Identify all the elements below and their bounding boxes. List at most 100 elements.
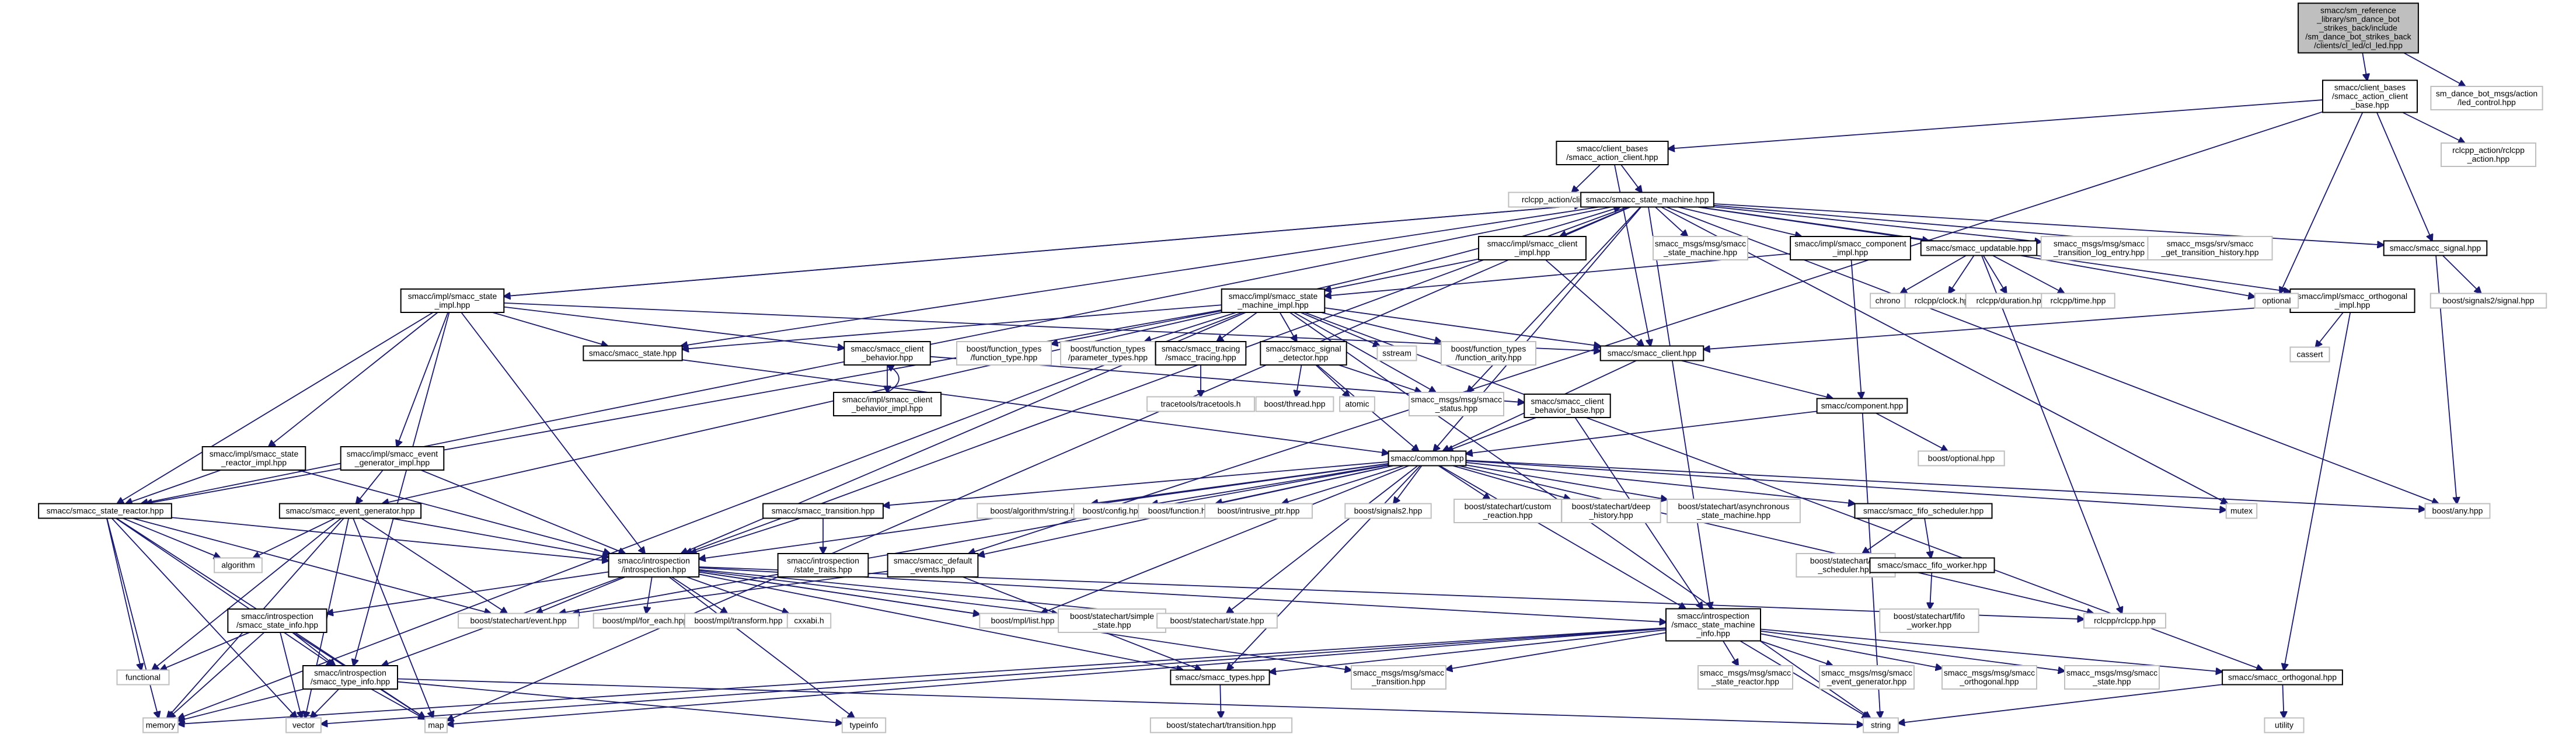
node-typeinfo[interactable]: typeinfo: [841, 717, 887, 733]
node-sc-event[interactable]: boost/statechart/event.hpp: [458, 613, 579, 629]
node-mpl-transform[interactable]: boost/mpl/transform.hpp: [684, 613, 793, 629]
node-function-type[interactable]: boost/function_types/function_type.hpp: [956, 341, 1052, 366]
node-msg-state-reactor[interactable]: smacc_msgs/msg/smacc_state_reactor.hpp: [1697, 665, 1793, 690]
node-cxxabi[interactable]: cxxabi.h: [786, 613, 832, 629]
node-client-behavior[interactable]: smacc/smacc_client_behavior.hpp: [843, 341, 931, 366]
node-state-impl[interactable]: smacc/impl/smacc_state_impl.hpp: [400, 288, 505, 313]
edge-state-info-to-functional: [161, 632, 250, 670]
node-boost-any[interactable]: boost/any.hpp: [2424, 503, 2491, 519]
node-orthogonal[interactable]: smacc/smacc_orthogonal.hpp: [2222, 669, 2343, 686]
node-action-client[interactable]: smacc/client_bases/smacc_action_client.h…: [1556, 141, 1669, 165]
node-state-reactor-impl[interactable]: smacc/impl/smacc_state_reactor_impl.hpp: [201, 446, 306, 471]
node-chrono[interactable]: chrono: [1870, 293, 1906, 309]
edge-action-client-to-smacc-client: [1614, 164, 1651, 346]
node-boost-thread[interactable]: boost/thread.hpp: [1255, 396, 1334, 412]
node-sc-transition[interactable]: boost/statechart/transition.hpp: [1149, 717, 1293, 733]
node-root[interactable]: smacc/sm_reference_library/sm_dance_bot_…: [2298, 2, 2419, 54]
node-client-behavior-base[interactable]: smacc/smacc_client_behavior_base.hpp: [1524, 394, 1611, 418]
node-msg-event-generator[interactable]: smacc_msgs/msg/smacc_event_generator.hpp: [1819, 665, 1915, 690]
node-common[interactable]: smacc/common.hpp: [1388, 450, 1467, 467]
node-msg-transition-log[interactable]: smacc_msgs/msg/smacc_transition_log_entr…: [2040, 236, 2158, 260]
node-client-impl[interactable]: smacc/impl/smacc_client_impl.hpp: [1478, 236, 1587, 260]
node-boost-optional[interactable]: boost/optional.hpp: [1918, 450, 2005, 467]
node-msg-transition[interactable]: smacc_msgs/msg/smacc_transition.hpp: [1351, 665, 1446, 690]
node-orthogonal-impl[interactable]: smacc/impl/smacc_orthogonal_impl.hpp: [2289, 288, 2415, 313]
node-boost-signals2-signal[interactable]: boost/signals2/signal.hpp: [2429, 293, 2547, 309]
node-msg-status[interactable]: smacc_msgs/msg/smacc_status.hpp: [1409, 392, 1504, 416]
node-transition[interactable]: smacc/smacc_transition.hpp: [762, 503, 884, 519]
node-string[interactable]: string: [1863, 717, 1899, 733]
node-mutex[interactable]: mutex: [2225, 503, 2258, 519]
node-mpl-for-each[interactable]: boost/mpl/for_each.hpp: [592, 613, 698, 629]
node-box: [1060, 341, 1156, 366]
node-simple-state[interactable]: boost/statechart/simple_state.hpp: [1058, 608, 1166, 633]
edge-introspection-to-smacc-types: [699, 573, 1183, 670]
node-default-events[interactable]: smacc/smacc_default_events.hpp: [887, 553, 979, 578]
node-type-info[interactable]: smacc/introspection/smacc_type_info.hpp: [302, 665, 398, 690]
node-intrusive-ptr[interactable]: boost/intrusive_ptr.hpp: [1204, 503, 1313, 519]
node-tracetools[interactable]: tracetools/tracetools.h: [1146, 396, 1255, 412]
node-signal-detector[interactable]: smacc/smacc_signal_detector.hpp: [1260, 341, 1347, 366]
node-sc-state[interactable]: boost/statechart/state.hpp: [1156, 613, 1278, 629]
node-sc-fifo-worker[interactable]: boost/statechart/fifo_worker.hpp: [1879, 608, 1979, 633]
node-updatable[interactable]: smacc/smacc_updatable.hpp: [1920, 240, 2038, 256]
node-led-control[interactable]: sm_dance_bot_msgs/action/led_control.hpp: [2430, 86, 2543, 110]
node-label: boost/any.hpp: [2432, 506, 2483, 516]
node-smacc-types[interactable]: smacc/smacc_types.hpp: [1170, 669, 1270, 686]
node-fifo-worker[interactable]: smacc/smacc_fifo_worker.hpp: [1869, 557, 1995, 573]
node-introspection[interactable]: smacc/introspection/introspection.hpp: [608, 553, 700, 578]
node-client-behavior-impl[interactable]: smacc/impl/smacc_client_behavior_impl.hp…: [833, 392, 942, 416]
node-srv-transition-history[interactable]: smacc_msgs/srv/smacc_get_transition_hist…: [2147, 236, 2273, 260]
node-label: smacc_msgs/msg/smacc_state_reactor.hpp: [1700, 668, 1791, 686]
node-smacc-client[interactable]: smacc/smacc_client.hpp: [1599, 345, 1704, 361]
node-rclcpp-action-rclcpp[interactable]: rclcpp_action/rclcpp_action.hpp: [2441, 142, 2536, 167]
node-mpl-list[interactable]: boost/mpl/list.hpp: [979, 613, 1066, 629]
node-function-arity[interactable]: boost/function_types/function_arity.hpp: [1441, 341, 1536, 366]
edge-action-client-to-state-machine: [1620, 164, 1642, 193]
node-event-generator-impl[interactable]: smacc/impl/smacc_event_generator_impl.hp…: [340, 446, 445, 471]
node-action-client-base[interactable]: smacc/client_bases/smacc_action_client_b…: [2322, 79, 2418, 113]
edge-common-to-async-state-machine: [1466, 464, 1667, 499]
node-boost-signals2[interactable]: boost/signals2.hpp: [1344, 503, 1432, 519]
node-rclcpp-time[interactable]: rclcpp/time.hpp: [2041, 293, 2115, 309]
node-event-generator[interactable]: smacc/smacc_event_generator.hpp: [278, 503, 422, 519]
node-vector[interactable]: vector: [285, 717, 322, 733]
edge-action-client-base-to-signal: [2376, 112, 2432, 241]
node-state-traits[interactable]: smacc/introspection/state_traits.hpp: [777, 553, 869, 578]
node-signal[interactable]: smacc/smacc_signal.hpp: [2383, 240, 2488, 256]
node-msg-orthogonal[interactable]: smacc_msgs/msg/smacc_orthogonal.hpp: [1941, 665, 2037, 690]
node-parameter-types[interactable]: boost/function_types/parameter_types.hpp: [1060, 341, 1156, 366]
node-label: smacc/smacc_fifo_scheduler.hpp: [1863, 506, 1984, 516]
node-utility[interactable]: utility: [2264, 717, 2305, 733]
node-map[interactable]: map: [424, 717, 448, 733]
node-memory[interactable]: memory: [142, 717, 179, 733]
node-smacc-state[interactable]: smacc/smacc_state.hpp: [583, 345, 683, 361]
node-fifo-scheduler[interactable]: smacc/smacc_fifo_scheduler.hpp: [1854, 503, 1993, 519]
node-state-reactor[interactable]: smacc/smacc_state_reactor.hpp: [38, 503, 172, 519]
node-functional[interactable]: functional: [116, 669, 170, 686]
node-algorithm[interactable]: algorithm: [214, 557, 263, 573]
node-async-state-machine[interactable]: boost/statechart/asynchronous_state_mach…: [1667, 499, 1801, 523]
node-msg-state-machine[interactable]: smacc_msgs/msg/smacc_state_machine.hpp: [1653, 236, 1748, 260]
node-optional[interactable]: optional: [2254, 293, 2299, 309]
node-sc-fifo-scheduler[interactable]: boost/statechart/fifo_scheduler.hpp: [1796, 553, 1896, 578]
node-deep-history[interactable]: boost/statechart/deep_history.hpp: [1561, 499, 1661, 523]
node-label: smacc/introspection/introspection.hpp: [618, 556, 690, 574]
node-label: functional: [126, 673, 161, 682]
node-atomic[interactable]: atomic: [1339, 396, 1375, 412]
node-component-impl[interactable]: smacc/impl/smacc_component_impl.hpp: [1790, 236, 1911, 260]
edge-common-to-boost-signals2: [1393, 465, 1423, 504]
node-custom-reaction[interactable]: boost/statechart/custom_reaction.hpp: [1453, 499, 1562, 523]
node-msg-state[interactable]: smacc_msgs/msg/smacc_state.hpp: [2064, 665, 2160, 690]
node-rclcpp[interactable]: rclcpp/rclcpp.hpp: [2083, 613, 2167, 629]
edge-updatable-to-chrono: [1901, 255, 1967, 294]
node-sm-info[interactable]: smacc/introspection/smacc_state_machine_…: [1665, 608, 1761, 642]
node-state-machine-impl[interactable]: smacc/impl/smacc_state_machine_impl.hpp: [1221, 288, 1326, 313]
node-state-info[interactable]: smacc/introspection/smacc_state_info.hpp: [227, 608, 327, 633]
node-cassert[interactable]: cassert: [2289, 346, 2330, 363]
node-label: boost/mpl/list.hpp: [991, 616, 1055, 625]
node-sstream[interactable]: sstream: [1376, 345, 1417, 361]
node-tracing[interactable]: smacc/smacc_tracing/smacc_tracing.hpp: [1155, 341, 1247, 366]
node-component[interactable]: smacc/component.hpp: [1816, 398, 1908, 414]
node-state-machine[interactable]: smacc/smacc_state_machine.hpp: [1580, 192, 1714, 208]
